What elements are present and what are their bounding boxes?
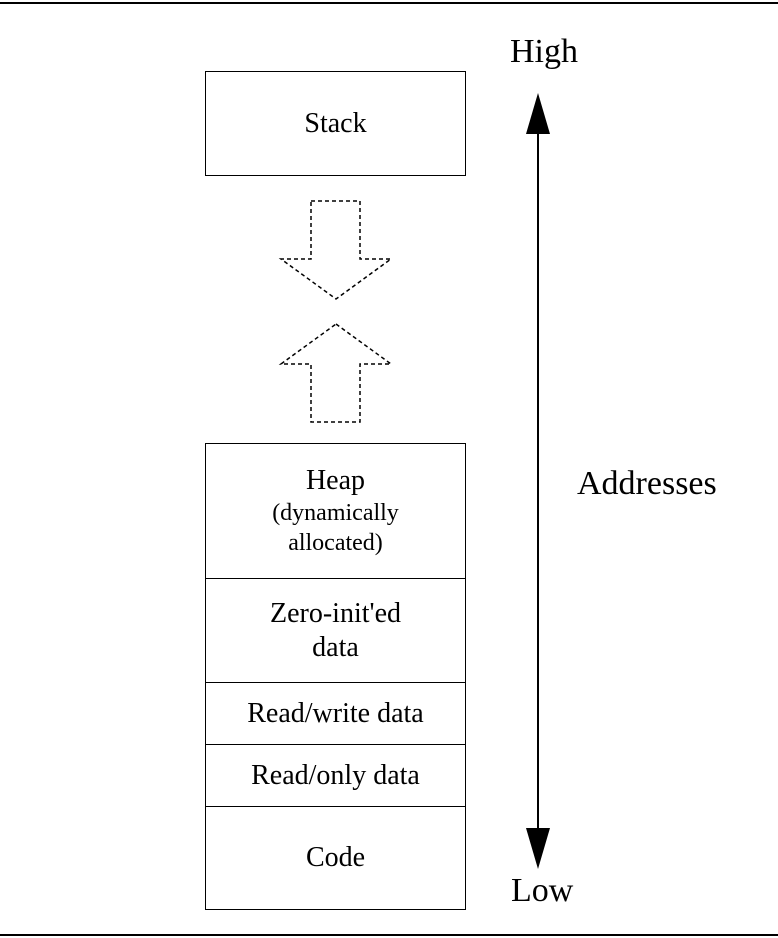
code-segment: Code: [206, 806, 465, 909]
heap-growth-arrow-icon: [278, 323, 394, 423]
read-write-segment: Read/write data: [206, 682, 465, 744]
axis-down-arrowhead-icon: [526, 828, 550, 869]
read-only-segment: Read/only data: [206, 744, 465, 806]
read-only-label: Read/only data: [251, 759, 420, 791]
memory-segments: Heap (dynamically allocated) Zero-init'e…: [205, 443, 466, 910]
low-address-label: Low: [511, 872, 574, 909]
high-address-label: High: [510, 33, 578, 70]
code-label: Code: [305, 842, 366, 873]
axis-up-arrowhead-icon: [526, 93, 550, 134]
zero-init-line-2: data: [312, 631, 359, 663]
stack-segment: Stack: [205, 71, 466, 176]
bottom-rule: [0, 934, 778, 936]
top-rule: [0, 2, 778, 4]
addresses-label: Addresses: [577, 465, 717, 502]
heap-subtitle-2: allocated): [288, 530, 383, 556]
heap-segment: Heap (dynamically allocated): [206, 444, 465, 578]
zero-init-line-1: Zero-init'ed: [270, 597, 401, 629]
stack-growth-arrow-icon: [278, 200, 394, 300]
heap-subtitle-1: (dynamically: [272, 500, 399, 526]
heap-title: Heap: [305, 465, 366, 496]
stack-label: Stack: [304, 107, 367, 139]
read-write-label: Read/write data: [247, 697, 424, 729]
zero-init-segment: Zero-init'ed data: [206, 578, 465, 682]
